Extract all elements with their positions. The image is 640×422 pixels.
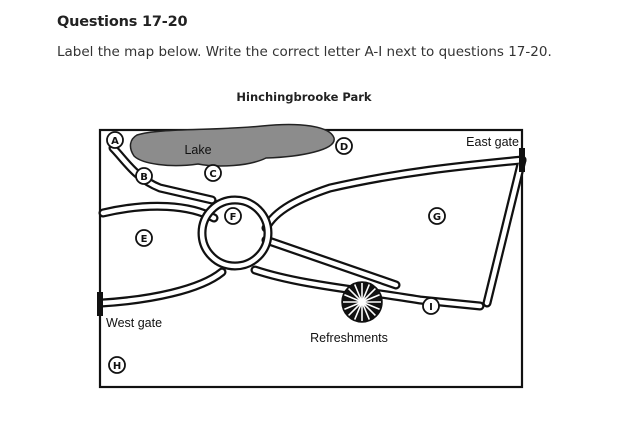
marker-g: G [428,207,446,225]
refreshments-ray [361,288,376,303]
refreshments-label: Refreshments [310,331,388,345]
refreshments-ray [348,288,363,303]
roundabout [197,195,273,271]
marker-g-label: G [433,212,441,223]
marker-b: B [135,167,153,185]
marker-i: I [422,297,440,315]
marker-a-label: A [111,136,119,147]
marker-f: F [224,207,242,225]
instruction-text: Label the map below. Write the correct l… [57,44,552,60]
lake [129,123,335,167]
marker-a: A [106,131,124,149]
refreshments-ray [344,301,363,311]
marker-d-label: D [340,142,348,153]
refreshments-ray [348,301,363,316]
marker-c-label: C [209,169,216,180]
east-gate-marker [519,148,525,172]
refreshments-ray [361,293,380,303]
lake-label: Lake [184,143,211,157]
marker-h-label: H [113,361,121,372]
refreshments-ray [361,284,371,303]
refreshments-ray [344,293,363,303]
marker-d: D [335,137,353,155]
marker-e: E [135,229,153,247]
west-gate-label: West gate [106,316,162,330]
refreshments-ray [361,301,380,311]
marker-i-label: I [429,302,433,313]
marker-c: C [204,164,222,182]
refreshments-ray [361,301,371,320]
marker-b-label: B [140,172,148,183]
marker-f-label: F [230,212,237,223]
questions-heading: Questions 17-20 [57,14,188,30]
refreshments-ray [361,301,376,316]
marker-h: H [108,356,126,374]
road-network [97,143,527,311]
refreshments-ray [353,284,363,303]
refreshments-icon [341,281,383,323]
east-gate-label: East gate [466,135,519,149]
refreshments-ray [353,301,363,320]
marker-e-label: E [141,234,148,245]
west-gate-marker [97,292,103,316]
map-title: Hinchingbrooke Park [236,90,372,104]
